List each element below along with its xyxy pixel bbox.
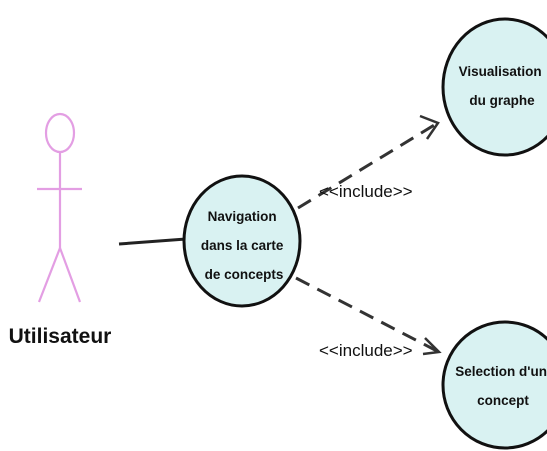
include-arrowhead-bottom	[422, 337, 442, 356]
use-case-selection-label: Selection d'un concept	[455, 364, 547, 408]
use-case-navigation-ellipse	[182, 174, 302, 308]
include-label-top: <<include>>	[319, 182, 413, 201]
use-case-visualisation-line-2: du graphe	[469, 93, 535, 108]
include-dependency-bottom[interactable]	[295, 276, 438, 353]
use-case-navigation-line-1: Navigation	[208, 209, 277, 224]
use-case-selection-line-1: Selection d'un	[455, 364, 547, 379]
use-case-navigation-line-2: dans la carte	[201, 238, 284, 253]
use-case-navigation-line-3: de concepts	[205, 267, 284, 282]
include-dependency-top[interactable]	[297, 122, 437, 210]
actor-name: Utilisateur	[9, 325, 112, 348]
include-arrowhead-top	[419, 114, 440, 140]
use-case-visualisation-label: Visualisation du graphe	[459, 64, 546, 108]
actor-figure[interactable]	[37, 112, 82, 303]
use-case-selection-line-2: concept	[477, 393, 529, 408]
actor-right-leg	[58, 247, 82, 303]
association-line[interactable]	[118, 237, 187, 246]
use-case-visualisation-line-1: Visualisation	[459, 64, 542, 79]
use-case-visualisation[interactable]: Visualisation du graphe	[441, 17, 547, 157]
use-case-selection-ellipse	[441, 320, 547, 450]
actor-head	[44, 112, 76, 154]
use-case-navigation[interactable]: Navigation dans la carte de concepts	[182, 174, 302, 308]
use-case-visualisation-ellipse	[441, 17, 547, 157]
use-case-selection[interactable]: Selection d'un concept	[441, 320, 547, 450]
actor-left-leg	[37, 247, 62, 303]
use-case-navigation-label: Navigation dans la carte de concepts	[201, 209, 287, 282]
include-label-bottom: <<include>>	[319, 341, 413, 360]
